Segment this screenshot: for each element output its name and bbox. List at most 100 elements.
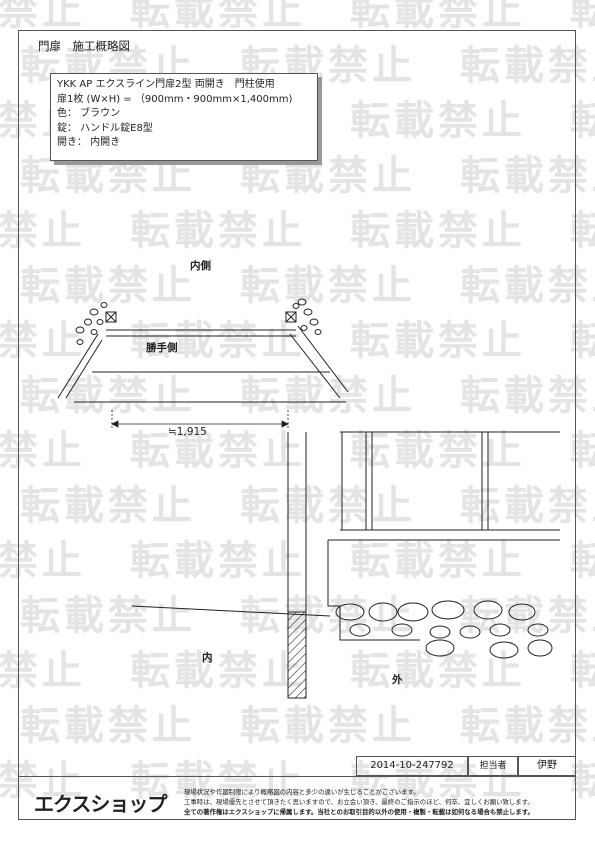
right-wall-inner [289, 333, 341, 399]
stone [300, 325, 308, 331]
watermark-text: 転載禁止 [350, 538, 526, 584]
watermark-text: 転載禁止 [350, 758, 526, 804]
spec-lock: 錠： ハンドル錠E8型 [57, 122, 153, 134]
watermark-text: 転載禁止 [570, 758, 595, 804]
watermark-text: 転載禁止 [350, 428, 526, 474]
stone [292, 303, 300, 309]
watermark-text: 転載禁止 [570, 648, 595, 694]
watermark-text: 転載禁止 [570, 318, 595, 364]
stone [297, 298, 307, 306]
watermark-text: 転載禁止 [240, 483, 416, 529]
gate-post [285, 311, 297, 323]
watermark-text: 転載禁止 [350, 0, 526, 34]
stone [489, 623, 511, 637]
left-wall-inner [65, 339, 103, 399]
watermark-text: 転載禁止 [460, 43, 595, 89]
watermark-text: 転載禁止 [240, 703, 416, 749]
footer-note-3: 全ての著作権はエクスショップに帰属します。当社とのお取引目的以外の使用・複製・転… [184, 808, 534, 816]
watermark-text: 転載禁止 [570, 208, 595, 254]
stone [397, 602, 429, 622]
footer-note-1: 現場状況や作図制限により概略図の内容と多少の違いが生じることがございます。 [184, 788, 420, 796]
watermark-text: 転載禁止 [0, 318, 86, 364]
watermark-text: 転載禁止 [570, 0, 595, 34]
watermark-text: 転載禁止 [130, 758, 306, 804]
spec-color: 色： ブラウン [57, 108, 121, 119]
watermark-text: 転載禁止 [20, 263, 196, 309]
footer-note-2: 工事時は、現場優先とさせて頂きたく思いますので、お立会い頂き、最終のご指示のほど… [184, 798, 534, 806]
section-inside-label: 内 [202, 652, 213, 664]
watermark-text: 転載禁止 [460, 703, 595, 749]
watermark-text: 転載禁止 [20, 373, 196, 419]
watermark-text: 転載禁止 [350, 318, 526, 364]
company-logo: エクスショップ [34, 794, 167, 816]
watermark-text: 転載禁止 [0, 0, 86, 34]
plan-inside-label: 内側 [190, 260, 211, 272]
watermark-text: 転載禁止 [570, 428, 595, 474]
spec-box: YKK AP エクスライン門扉2型 両開き 門柱使用 扉1枚 (W×H) = （… [50, 73, 318, 161]
drawing-frame [18, 30, 576, 820]
watermark-text: 転載禁止 [0, 758, 86, 804]
watermark-text: 転載禁止 [130, 428, 306, 474]
stone [349, 623, 371, 637]
watermark-text: 転載禁止 [20, 483, 196, 529]
order-number: 2014-10-247792 [356, 756, 468, 776]
watermark-text: 転載禁止 [240, 263, 416, 309]
spec-opening: 開き： 内開き [57, 137, 121, 148]
stone [96, 319, 104, 325]
stone [391, 623, 413, 637]
gate-post [105, 311, 117, 323]
stone [527, 623, 549, 637]
watermark-text: 転載禁止 [460, 593, 595, 639]
watermark-text: 転載禁止 [570, 538, 595, 584]
watermark-text: 転載禁止 [0, 428, 86, 474]
plan-side-label: 勝手側 [146, 342, 178, 354]
person-name: 伊野 [518, 756, 576, 776]
stone [368, 602, 398, 622]
stone [89, 308, 99, 316]
spec-size: 扉1枚 (W×H) = （900mm・900mm×1,400mm) [57, 93, 293, 105]
stone [425, 639, 455, 657]
stone [489, 641, 519, 659]
watermark-text: 転載禁止 [130, 538, 306, 584]
watermark-text: 転載禁止 [460, 373, 595, 419]
stone [309, 318, 319, 326]
left-wall-outer [57, 333, 99, 399]
watermark-text: 転載禁止 [570, 98, 595, 144]
stone [76, 339, 84, 345]
stone [527, 639, 553, 657]
watermark-text: 転載禁止 [130, 318, 306, 364]
person-label: 担当者 [468, 756, 518, 776]
stone [75, 326, 85, 334]
drawing-title: 門扉 施工概略図 [38, 39, 130, 53]
watermark-text: 転載禁止 [0, 208, 86, 254]
watermark-text: 転載禁止 [350, 98, 526, 144]
stone [508, 603, 536, 621]
stone [314, 329, 322, 335]
ground-line [131, 605, 331, 617]
post-footing [287, 611, 307, 699]
watermark-text: 転載禁止 [0, 648, 86, 694]
watermark-text: 転載禁止 [460, 153, 595, 199]
stone [429, 625, 451, 639]
stone [100, 302, 108, 308]
stone [473, 600, 503, 620]
watermark-text: 転載禁止 [130, 0, 306, 34]
watermark-text: 転載禁止 [130, 648, 306, 694]
watermark-text: 転載禁止 [20, 593, 196, 639]
watermark-text: 転載禁止 [0, 538, 86, 584]
stone [431, 600, 465, 620]
stone [335, 603, 365, 621]
footer-divider [18, 776, 576, 777]
watermark-text: 転載禁止 [350, 208, 526, 254]
stone [84, 318, 92, 326]
watermark-text: 転載禁止 [460, 263, 595, 309]
stone [459, 625, 481, 639]
stone [303, 308, 313, 316]
spec-product: YKK AP エクスライン門扉2型 両開き 門柱使用 [57, 79, 275, 90]
section-outside-label: 外 [392, 674, 403, 686]
watermark-text: 転載禁止 [130, 208, 306, 254]
